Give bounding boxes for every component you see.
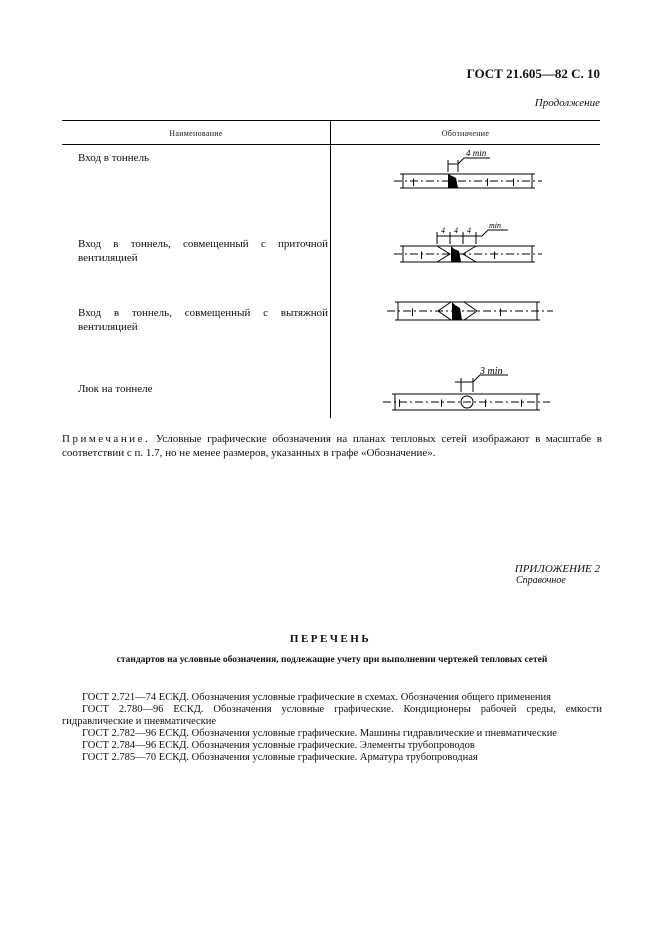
- dimension-label: 4: [454, 226, 458, 235]
- row-name-tunnel-entry: Вход в тоннель: [78, 152, 150, 164]
- table-top-rule: [62, 120, 600, 121]
- note-label: Примечание.: [62, 433, 151, 445]
- dimension-label: 4: [441, 226, 445, 235]
- tunnel-mark: I: [499, 307, 502, 319]
- list-title: ПЕРЕЧЕНЬ: [289, 633, 372, 645]
- appendix-subtitle: Справочное: [516, 575, 566, 586]
- column-header-symbol: Обозначение: [441, 129, 490, 138]
- row-name-exhaust-vent-entry: Вход в тоннель, совмещенный с вытяжной в…: [78, 307, 328, 333]
- tunnel-mark: I: [486, 177, 489, 189]
- continuation-label: Продолжение: [534, 97, 600, 109]
- list-item: ГОСТ 2.785—70 ЕСКД. Обозначения условные…: [82, 752, 478, 763]
- tunnel-mark: I: [520, 398, 523, 410]
- list-subtitle: стандартов на условные обозначения, подл…: [116, 655, 548, 665]
- exhaust-vent-entry-symbol: I I: [387, 301, 553, 321]
- page-header: ГОСТ 21.605—82 С. 10: [466, 66, 600, 81]
- dimension-label: 3 min: [479, 366, 503, 377]
- tunnel-mark: I: [398, 398, 401, 410]
- list-item: ГОСТ 2.782—96 ЕСКД. Обозначения условные…: [82, 728, 557, 739]
- tunnel-mark: I: [484, 398, 487, 410]
- tunnel-mark: I: [411, 307, 414, 319]
- tunnel-hatch-symbol: I I I I 3 min: [383, 366, 550, 411]
- dimension-label: min: [489, 222, 501, 230]
- row-name-supply-vent-entry: Вход в тоннель, совмещенный с приточной …: [78, 238, 328, 264]
- note-text: Условные графические обозначения на план…: [62, 433, 602, 459]
- dimension-label: 4: [467, 226, 471, 235]
- supply-vent-entry-symbol: I I 4 4 4 min: [394, 222, 542, 263]
- tunnel-entry-symbol: I I I 4 min: [394, 150, 542, 189]
- table-header-rule: [62, 144, 600, 145]
- list-item: ГОСТ 2.721—74 ЕСКД. Обозначения условные…: [82, 692, 551, 703]
- standards-list: ГОСТ 2.721—74 ЕСКД. Обозначения условные…: [62, 692, 602, 764]
- tunnel-mark: I: [412, 177, 415, 189]
- table-column-divider: [330, 120, 331, 418]
- appendix-title: ПРИЛОЖЕНИЕ 2: [514, 563, 600, 575]
- tunnel-mark: I: [420, 250, 423, 262]
- row-name-tunnel-hatch: Люк на тоннеле: [78, 383, 153, 395]
- list-item: ГОСТ 2.784—96 ЕСКД. Обозначения условные…: [82, 740, 475, 751]
- column-header-name: Наименование: [169, 129, 223, 138]
- tunnel-mark: I: [512, 177, 515, 189]
- dimension-label: 4 min: [466, 150, 487, 158]
- tunnel-mark: I: [440, 398, 443, 410]
- tunnel-mark: I: [493, 250, 496, 262]
- list-item: ГОСТ 2.780—96 ЕСКД. Обозначения условные…: [62, 704, 602, 727]
- table-note: Примечание. Условные графические обознач…: [62, 432, 602, 460]
